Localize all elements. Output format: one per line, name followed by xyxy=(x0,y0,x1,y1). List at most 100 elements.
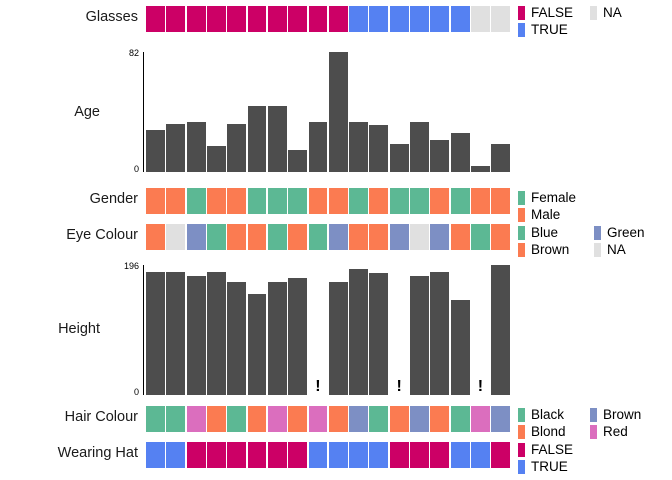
cell-eye-4[interactable] xyxy=(206,224,226,250)
bar-slot-height-2[interactable] xyxy=(166,265,186,395)
cell-glasses-6[interactable] xyxy=(247,6,267,32)
bar-slot-age-16[interactable] xyxy=(450,52,470,172)
bar-height-7[interactable] xyxy=(267,282,287,395)
bar-slot-age-2[interactable] xyxy=(166,52,186,172)
glasses-legend-item-na[interactable]: NA xyxy=(590,5,630,20)
bar-age-18[interactable] xyxy=(491,144,511,172)
cell-eye-16[interactable] xyxy=(450,224,470,250)
cell-hat-13[interactable] xyxy=(389,442,409,468)
cell-hair-1[interactable] xyxy=(146,406,165,432)
cell-glasses-12[interactable] xyxy=(369,6,389,32)
bar-age-13[interactable] xyxy=(389,144,409,172)
cell-glasses-15[interactable] xyxy=(430,6,450,32)
cell-gender-5[interactable] xyxy=(227,188,247,214)
cell-hat-12[interactable] xyxy=(369,442,389,468)
bar-age-16[interactable] xyxy=(450,132,470,172)
cell-hair-9[interactable] xyxy=(308,406,328,432)
cell-eye-11[interactable] xyxy=(349,224,369,250)
cell-gender-12[interactable] xyxy=(369,188,389,214)
gender-legend-item-male[interactable]: Male xyxy=(518,207,588,222)
cell-gender-14[interactable] xyxy=(410,188,429,214)
cell-eye-8[interactable] xyxy=(288,224,308,250)
cell-glasses-8[interactable] xyxy=(288,6,308,32)
bar-slot-age-3[interactable] xyxy=(186,52,206,172)
cell-glasses-10[interactable] xyxy=(328,6,348,32)
cell-eye-7[interactable] xyxy=(267,224,287,250)
cell-hair-11[interactable] xyxy=(349,406,369,432)
bar-slot-height-8[interactable] xyxy=(288,265,308,395)
bar-age-11[interactable] xyxy=(349,122,369,172)
bar-height-16[interactable] xyxy=(450,300,470,395)
cell-hair-13[interactable] xyxy=(389,406,409,432)
bar-slot-height-11[interactable] xyxy=(349,265,369,395)
cell-hair-12[interactable] xyxy=(369,406,389,432)
bar-slot-height-5[interactable] xyxy=(227,265,247,395)
bar-age-7[interactable] xyxy=(267,106,287,172)
cell-hair-15[interactable] xyxy=(430,406,450,432)
cell-eye-17[interactable] xyxy=(471,224,490,250)
bar-height-8[interactable] xyxy=(288,278,308,395)
bar-age-9[interactable] xyxy=(308,122,328,172)
bar-slot-age-1[interactable] xyxy=(146,52,165,172)
bar-age-15[interactable] xyxy=(430,139,450,172)
cell-hair-7[interactable] xyxy=(267,406,287,432)
bar-slot-height-7[interactable] xyxy=(267,265,287,395)
bar-height-12[interactable] xyxy=(369,272,389,395)
hair-colour-legend-item-blond[interactable]: Blond xyxy=(518,424,580,439)
cell-hair-16[interactable] xyxy=(450,406,470,432)
cell-eye-13[interactable] xyxy=(389,224,409,250)
cell-hat-9[interactable] xyxy=(308,442,328,468)
bar-slot-height-12[interactable] xyxy=(369,265,389,395)
bar-height-18[interactable] xyxy=(491,265,511,395)
cell-hat-10[interactable] xyxy=(328,442,348,468)
wearing-hat-legend-item-true[interactable]: TRUE xyxy=(518,459,588,474)
bar-slot-height-4[interactable] xyxy=(206,265,226,395)
cell-gender-11[interactable] xyxy=(349,188,369,214)
cell-hat-5[interactable] xyxy=(227,442,247,468)
bar-slot-height-13[interactable]: ! xyxy=(390,265,409,395)
eye-colour-legend-item-brown[interactable]: Brown xyxy=(518,242,584,257)
bar-slot-age-17[interactable] xyxy=(471,52,490,172)
cell-hat-1[interactable] xyxy=(146,442,165,468)
cell-hair-5[interactable] xyxy=(227,406,247,432)
cell-hair-4[interactable] xyxy=(206,406,226,432)
cell-hair-2[interactable] xyxy=(166,406,186,432)
cell-eye-1[interactable] xyxy=(146,224,165,250)
bar-slot-age-14[interactable] xyxy=(410,52,429,172)
cell-gender-4[interactable] xyxy=(206,188,226,214)
bar-height-14[interactable] xyxy=(410,275,429,395)
bar-slot-age-15[interactable] xyxy=(430,52,450,172)
bar-slot-height-3[interactable] xyxy=(186,265,206,395)
cell-hat-8[interactable] xyxy=(288,442,308,468)
bar-height-5[interactable] xyxy=(227,282,247,395)
bar-slot-age-4[interactable] xyxy=(206,52,226,172)
bar-age-1[interactable] xyxy=(146,129,165,172)
cell-gender-8[interactable] xyxy=(288,188,308,214)
bar-height-4[interactable] xyxy=(206,271,226,395)
bar-slot-height-15[interactable] xyxy=(430,265,450,395)
cell-hair-17[interactable] xyxy=(471,406,490,432)
eye-colour-legend-item-green[interactable]: Green xyxy=(594,225,658,240)
cell-hat-6[interactable] xyxy=(247,442,267,468)
bar-slot-age-12[interactable] xyxy=(369,52,389,172)
cell-hat-11[interactable] xyxy=(349,442,369,468)
cell-eye-5[interactable] xyxy=(227,224,247,250)
cell-glasses-11[interactable] xyxy=(349,6,369,32)
cell-hat-18[interactable] xyxy=(491,442,511,468)
cell-eye-10[interactable] xyxy=(328,224,348,250)
bar-age-2[interactable] xyxy=(166,123,186,172)
bar-height-11[interactable] xyxy=(349,268,369,395)
wearing-hat-legend-item-false[interactable]: FALSE xyxy=(518,442,588,457)
eye-colour-legend-item-blue[interactable]: Blue xyxy=(518,225,584,240)
bar-height-10[interactable] xyxy=(328,281,348,395)
bar-slot-age-5[interactable] xyxy=(227,52,247,172)
hair-colour-legend-item-brown[interactable]: Brown xyxy=(590,407,654,422)
cell-eye-3[interactable] xyxy=(186,224,206,250)
cell-hat-3[interactable] xyxy=(186,442,206,468)
bar-slot-height-18[interactable] xyxy=(491,265,511,395)
cell-gender-1[interactable] xyxy=(146,188,165,214)
cell-eye-2[interactable] xyxy=(166,224,186,250)
cell-glasses-1[interactable] xyxy=(146,6,165,32)
bar-slot-height-1[interactable] xyxy=(146,265,165,395)
hair-colour-legend-item-red[interactable]: Red xyxy=(590,424,654,439)
